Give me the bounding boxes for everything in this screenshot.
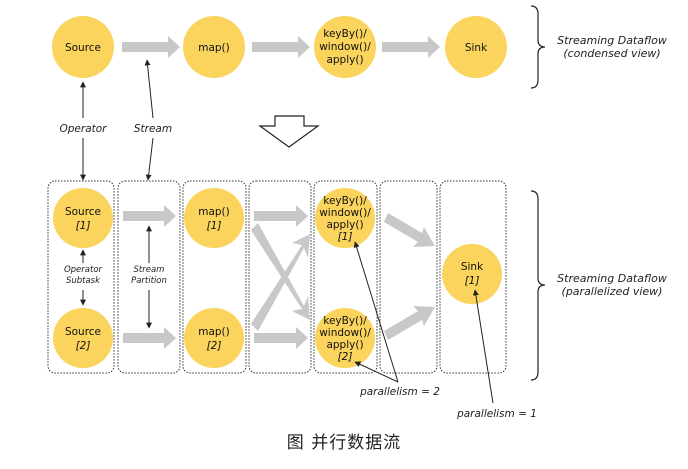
partition-arrow-map1-keyby1: [254, 205, 308, 227]
node-circle: [445, 16, 507, 78]
node-index: [1]: [465, 275, 480, 287]
node-circle: [52, 16, 114, 78]
operator-map: map(): [183, 16, 245, 78]
condensed-view-subtitle: (condensed view): [563, 47, 660, 60]
node-index: [2]: [76, 340, 91, 352]
node-index: [1]: [207, 220, 222, 232]
group-box-stream-3: [379, 180, 438, 374]
group-box-stream-1: [117, 180, 181, 374]
node-label-line-1: keyBy()/: [323, 195, 367, 207]
group-box-map: [182, 180, 247, 374]
node-label: Source: [65, 206, 101, 218]
partition-arrow-map2-keyby1: [251, 234, 310, 331]
node-label: Source: [65, 326, 101, 338]
subtask-source-1: Source [1]: [53, 188, 113, 248]
node-label-line-3: apply(): [326, 219, 363, 231]
operator-subtask-label-1: Operator: [64, 265, 103, 275]
node-circle: [183, 16, 245, 78]
stream-arrow-map-keyby: [252, 36, 310, 58]
node-label-line-3: apply(): [326, 54, 363, 66]
partition-arrow-map1-keyby2: [251, 223, 310, 320]
node-circle: [184, 308, 244, 368]
node-circle: [53, 308, 113, 368]
operator-keyby-window-apply: keyBy()/ window()/ apply(): [314, 16, 376, 78]
parallelized-view-title: Streaming Dataflow: [557, 272, 667, 285]
condensed-view-title: Streaming Dataflow: [557, 34, 667, 47]
group-box-keyby: [313, 180, 378, 374]
node-circle: [184, 188, 244, 248]
node-label: Sink: [461, 261, 484, 273]
parallelized-view-subtitle: (parallelized view): [562, 285, 663, 298]
node-label-line-2: window()/: [319, 327, 371, 339]
node-label: map(): [198, 42, 230, 54]
node-label-line-1: keyBy()/: [323, 28, 367, 40]
node-label: Sink: [465, 42, 488, 54]
stream-pointer-down: [145, 137, 154, 181]
node-circle: [53, 188, 113, 248]
node-circle: [314, 16, 376, 78]
partition-arrow-keyby1-sink: [384, 213, 435, 247]
stream-arrow-keyby-sink: [382, 36, 440, 58]
node-circle: [442, 244, 502, 304]
node-label-line-3: apply(): [326, 339, 363, 351]
node-index: [1]: [338, 231, 353, 243]
operator-source: Source: [52, 16, 114, 78]
node-label-line-2: window()/: [319, 41, 371, 53]
parallelism-2-pointer-a: [353, 241, 399, 383]
figure-caption: 图 并行数据流: [286, 433, 402, 453]
node-circle: [315, 308, 375, 368]
operator-sink: Sink: [445, 16, 507, 78]
node-label: map(): [198, 206, 230, 218]
parallelism-1-pointer: [472, 289, 494, 404]
transition-down-arrow: [258, 115, 320, 148]
subtask-map-2: map() [2]: [184, 308, 244, 368]
node-circle: [315, 188, 375, 248]
partition-arrow-map2-keyby2: [254, 327, 308, 349]
stream-pointer-up: [144, 59, 154, 119]
annotations-top: Operator Stream: [60, 59, 320, 181]
node-label-line-2: window()/: [319, 207, 371, 219]
stream-arrow-source-map: [122, 36, 180, 58]
partition-arrow-source2-map2: [123, 327, 176, 349]
group-box-stream-2: [248, 180, 312, 374]
operator-label: Operator: [60, 123, 108, 135]
condensed-view: Source map() keyBy()/ window()/ apply() …: [52, 5, 667, 89]
node-label: Source: [65, 42, 101, 54]
node-index: [2]: [207, 340, 222, 352]
node-label-line-1: keyBy()/: [323, 315, 367, 327]
subtask-keyby-2: keyBy()/ window()/ apply() [2]: [315, 308, 375, 368]
partition-arrow-source1-map1: [123, 205, 176, 227]
parallelized-view: Source [1] Source [2] map() [1] map() [2…: [47, 180, 667, 420]
partition-arrow-keyby2-sink: [384, 306, 435, 340]
node-index: [1]: [76, 220, 91, 232]
stream-partition-label-2: Partition: [131, 276, 167, 286]
parallelized-brace: [530, 190, 546, 381]
subtask-sink-1: Sink [1]: [442, 244, 502, 304]
condensed-brace: [530, 5, 546, 89]
subtask-keyby-1: keyBy()/ window()/ apply() [1]: [315, 188, 375, 248]
parallelism-2-pointer-b: [354, 361, 399, 383]
operator-subtask-label-2: Subtask: [66, 276, 101, 286]
stream-partition-label-1: Stream: [134, 265, 165, 275]
stream-label: Stream: [134, 123, 172, 135]
subtask-map-1: map() [1]: [184, 188, 244, 248]
parallelism-1-label: parallelism = 1: [456, 408, 537, 420]
node-label: map(): [198, 326, 230, 338]
node-index: [2]: [338, 351, 353, 363]
parallelism-2-label: parallelism = 2: [359, 386, 440, 398]
subtask-source-2: Source [2]: [53, 308, 113, 368]
